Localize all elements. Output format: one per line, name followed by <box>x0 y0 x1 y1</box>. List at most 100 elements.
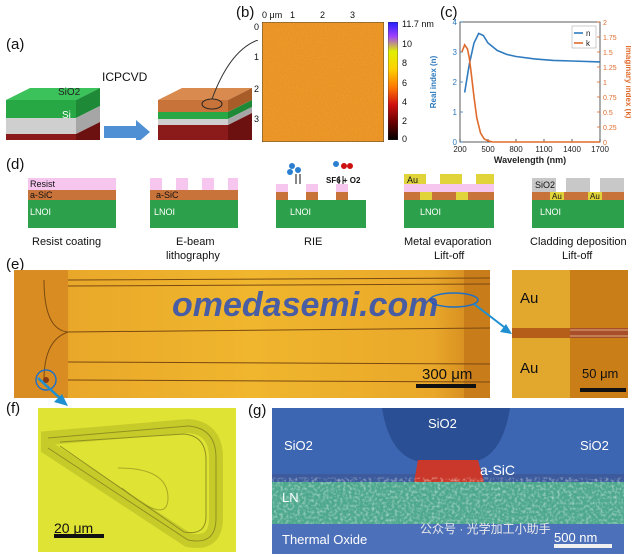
scale-bar-e <box>416 384 476 388</box>
y-tick-label: 3 <box>453 48 458 57</box>
icpcvd-arrow <box>104 120 150 140</box>
x-tick-label: 1100 <box>535 145 553 154</box>
asic-region-label: a-SiC <box>480 462 516 478</box>
y2-axis-title: Imaginary index (k) <box>624 46 631 119</box>
panel-g-label: (g) <box>248 402 267 419</box>
scale-bar-g-label: 500 nm <box>554 530 598 545</box>
y-tick-label: 0 <box>453 138 458 147</box>
si-layer-label: Si <box>62 110 71 121</box>
asic-tag: a-SiC <box>30 190 53 200</box>
colorbar-tick: 8 <box>402 58 408 68</box>
step-metal-evaporation <box>404 174 494 228</box>
x-tick-label: 800 <box>509 145 523 154</box>
y2-tick-label: 2 <box>603 20 607 27</box>
afm-colorbar <box>388 22 398 140</box>
sem-cross-section <box>272 408 624 554</box>
sio2-layer-label: SiO2 <box>58 87 81 98</box>
x-tick-label: 1700 <box>591 145 609 154</box>
electrode-inset <box>512 270 628 398</box>
afm-y-tick: 2 <box>254 84 260 94</box>
ln-layer-label: LN <box>62 67 75 78</box>
asic-tag: a-SiC <box>156 190 179 200</box>
afm-x-tick: 3 <box>350 10 356 20</box>
colorbar-tick: 10 <box>402 39 413 49</box>
x-axis-title: Wavelength (nm) <box>494 155 566 165</box>
afm-x-origin-label: 0 μm <box>262 10 283 20</box>
y-tick-label: 4 <box>453 18 458 27</box>
inset-scale-bar-label: 50 μm <box>582 366 619 381</box>
au-electrode-label: Au <box>520 360 539 377</box>
x-tick-label: 500 <box>481 145 495 154</box>
ln-layer <box>6 100 76 118</box>
step-caption: Resist coating <box>32 236 102 248</box>
resist-tag: Resist <box>30 179 56 189</box>
au-electrode-label: Au <box>520 290 539 307</box>
step-caption: RIE <box>304 236 323 248</box>
zoom-pointer-e <box>429 292 512 334</box>
panel-b-label: (b) <box>236 4 255 21</box>
y2-tick-label: 1.75 <box>603 35 617 42</box>
afm-height-map <box>262 22 384 142</box>
site-watermark: omedasemi.com <box>172 286 439 324</box>
afm-y-tick: 0 <box>254 22 260 32</box>
lnoi-tag: LNOI <box>30 207 52 217</box>
au-tag: Au <box>590 192 600 201</box>
step-resist-coating <box>28 178 116 228</box>
y2-tick-label: 0.25 <box>603 125 617 132</box>
device-micrograph <box>14 270 490 398</box>
sf6-o2-tag: SF6 + O2 <box>326 176 361 185</box>
legend-label: k <box>586 39 591 48</box>
zoom-pointer-f <box>37 377 68 406</box>
panel-c-label: (c) <box>440 4 458 21</box>
asic-top-face <box>158 88 252 100</box>
series-line-n <box>463 32 601 93</box>
colorbar-tick: 6 <box>402 78 408 88</box>
wechat-watermark: 公众号 · 光学加工小助手 <box>420 522 551 536</box>
colorbar-tick: 2 <box>402 116 408 126</box>
colorbar-tick: 0 <box>402 134 408 144</box>
step-rie <box>276 161 366 228</box>
asic-waveguide <box>414 460 484 482</box>
y2-tick-label: 1.25 <box>603 65 617 72</box>
step-caption: Cladding deposition <box>530 236 627 248</box>
ln-region-label: LN <box>282 490 299 505</box>
y2-tick-label: 0.5 <box>603 110 613 117</box>
afm-x-tick: 2 <box>320 10 326 20</box>
sio2-region-label: SiO2 <box>580 438 609 453</box>
y-axis-title: Real index (n) <box>429 55 438 108</box>
y2-tick-label: 1.5 <box>603 50 613 57</box>
lnoi-tag: LNOI <box>154 207 176 217</box>
step-cladding-deposition <box>532 178 624 228</box>
y2-tick-label: 1 <box>603 80 607 87</box>
y-tick-label: 1 <box>453 108 458 117</box>
scale-bar-e-label: 300 μm <box>422 366 473 383</box>
sio2-layer <box>6 118 76 134</box>
lnoi-tag: LNOI <box>540 207 562 217</box>
taper-micrograph <box>38 408 236 552</box>
asic-layer <box>158 100 228 112</box>
sio2-tag: SiO2 <box>535 180 556 190</box>
panel-a-label: (a) <box>6 36 25 53</box>
x-tick-label: 1400 <box>563 145 581 154</box>
scale-bar-f-label: 20 μm <box>54 520 94 536</box>
step-caption: Lift-off <box>434 250 465 262</box>
colorbar-tick: 11.7 nm <box>402 19 434 29</box>
step-caption: E-beam <box>176 236 215 248</box>
legend-label: n <box>586 29 590 38</box>
si-layer <box>6 134 76 140</box>
au-tag: Au <box>407 175 419 185</box>
lnoi-tag: LNOI <box>290 207 312 217</box>
ln-top-face <box>6 88 100 100</box>
au-tag: Au <box>552 192 562 201</box>
afm-x-tick: 1 <box>290 10 296 20</box>
asic-layer-label: a-SiC <box>168 69 194 80</box>
series-line-k <box>461 43 600 143</box>
panel-d-label: (d) <box>6 156 25 173</box>
colorbar-tick: 4 <box>402 97 408 107</box>
afm-y-tick: 3 <box>254 114 260 124</box>
y2-tick-label: 0 <box>603 140 607 147</box>
icpcvd-label: ICPCVD <box>102 70 148 84</box>
step-caption: Lift-off <box>562 250 593 262</box>
x-tick-label: 200 <box>453 145 467 154</box>
